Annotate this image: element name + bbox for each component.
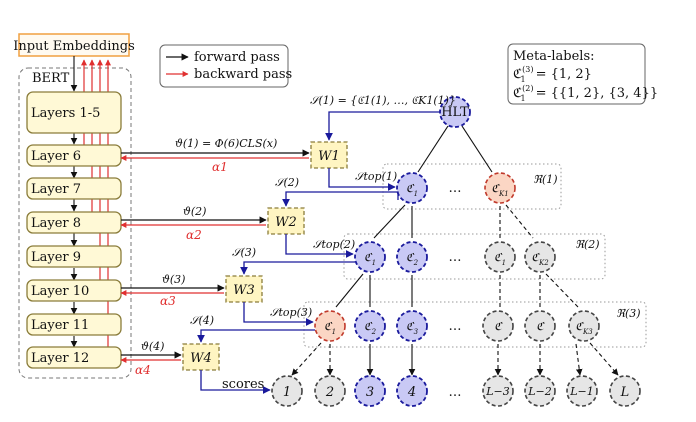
tree-edges [291, 125, 619, 376]
layer-box-1-5 [26, 91, 122, 134]
cluster-node-l3-1 [314, 310, 346, 342]
alpha-label-3: α3 [160, 294, 176, 308]
layer-box-11 [26, 313, 122, 336]
layer-label-12: Layer 12 [31, 351, 89, 366]
svg-text:W4: W4 [190, 351, 212, 366]
theta-label-1: ϑ(1) = Φ(6)CLS(x) [175, 137, 277, 150]
theta-label-2: ϑ(2) [183, 205, 206, 218]
layer-label-9: Layer 9 [31, 250, 81, 265]
ellipsis-l1: … [449, 181, 462, 196]
scores-label: scores [222, 377, 264, 392]
leaf-node-l-2 [524, 375, 556, 407]
cluster-node-l3-3 [396, 310, 428, 342]
svg-text:L−2: L−2 [527, 385, 552, 398]
leaf-nodes: 1 2 3 4 … L−3 L−2 L−1 L [271, 375, 641, 407]
alpha-label-2: α2 [186, 228, 202, 242]
hlt-label: HLT [441, 105, 469, 120]
hlt-node: HLT [439, 96, 471, 128]
region-box-1 [382, 163, 562, 210]
layer-label-8: Layer 8 [31, 216, 81, 231]
ellipsis-leaves: … [449, 385, 462, 400]
w-boxes: W1 W2 W3 W4 [182, 141, 348, 371]
meta-label-line-2: ℭ(2)1= {{1, 2}, {3, 4}} [513, 84, 658, 103]
meta-label-line-1: ℭ(3)1= {1, 2} [513, 65, 592, 84]
region-label-1: ℜ(1) [533, 173, 558, 186]
layer-label-11: Layer 11 [31, 318, 89, 333]
cluster-node-l2-1 [354, 241, 386, 273]
region-box-2 [343, 233, 606, 280]
meta-labels-title: Meta-labels: [513, 49, 595, 64]
cluster-node-l3-5 [524, 310, 556, 342]
theta-label-4: ϑ(4) [141, 340, 164, 353]
ellipsis-l3: … [449, 319, 462, 334]
svg-text:W3: W3 [233, 283, 255, 298]
stop-label-1: 𝒮top(1) [355, 170, 397, 183]
svg-text:ℭ: ℭ [536, 320, 545, 333]
svg-text:W2: W2 [275, 215, 297, 230]
cluster-node-l1-1 [396, 172, 428, 204]
s-label-4: 𝒮(4) [190, 314, 214, 327]
selection-paths [197, 111, 440, 394]
svg-text:ℭ: ℭ [494, 320, 503, 333]
cluster-node-l3-4 [482, 310, 514, 342]
bert-label: BERT [32, 71, 70, 86]
theta-label-3: ϑ(3) [162, 273, 185, 286]
layer-stack: Layers 1-5 Layer 6 Layer 7 Layer 8 Layer… [26, 91, 122, 369]
layer-label-10: Layer 10 [31, 284, 89, 299]
cluster-node-l3-k [568, 310, 600, 342]
input-embeddings-box: Input Embeddings [13, 33, 135, 57]
s-label-2: 𝒮(2) [275, 176, 299, 189]
svg-text:W1: W1 [318, 149, 340, 164]
legend-backward-label: backward pass [194, 67, 292, 82]
region-label-2: ℜ(2) [575, 238, 600, 251]
leaf-node-1 [271, 375, 303, 407]
s1-label: 𝒮(1) = {ℭ1(1), …, ℭK1(1)} [310, 94, 456, 107]
cluster-node-l2-2 [396, 241, 428, 273]
s-label-3: 𝒮(3) [232, 246, 256, 259]
svg-text:4: 4 [407, 385, 416, 400]
cluster-node-l1-k [484, 172, 516, 204]
bert-container [18, 67, 132, 379]
alpha-label-4: α4 [135, 363, 151, 377]
leaf-node-3 [354, 375, 386, 407]
svg-text:2: 2 [325, 385, 334, 400]
svg-text:L: L [620, 385, 630, 400]
leaf-node-4 [396, 375, 428, 407]
leaf-node-2 [314, 375, 346, 407]
svg-text:1: 1 [283, 385, 291, 400]
alpha-label-1: α1 [212, 160, 228, 174]
cluster-node-l3-2 [354, 310, 386, 342]
legend-forward-label: forward pass [194, 50, 280, 65]
layer-box-9 [26, 245, 122, 268]
leaf-node-l-3 [482, 375, 514, 407]
ellipsis-l2: … [449, 250, 462, 265]
input-embeddings-label: Input Embeddings [13, 39, 135, 54]
leaf-node-l-1 [566, 375, 598, 407]
cluster-node-l2-k [524, 241, 556, 273]
stop-label-2: 𝒮top(2) [313, 238, 355, 251]
layer-label-7: Layer 7 [31, 182, 81, 197]
stop-label-3: 𝒮top(3) [270, 306, 312, 319]
pass-legend: forward pass backward pass [159, 44, 292, 88]
leaf-node-l [609, 375, 641, 407]
svg-text:3: 3 [366, 385, 374, 400]
theta-arrows [120, 149, 310, 363]
cluster-node-l2-3 [484, 241, 516, 273]
layer-box-7 [26, 177, 122, 200]
region-label-3: ℜ(3) [616, 307, 641, 320]
svg-text:L−1: L−1 [569, 385, 594, 398]
layer-label-1-5: Layers 1-5 [31, 106, 100, 121]
layer-label-6: Layer 6 [31, 149, 81, 164]
meta-labels-box: Meta-labels: ℭ(3)1= {1, 2} ℭ(2)1= {{1, 2… [507, 43, 658, 105]
svg-text:L−3: L−3 [485, 385, 510, 398]
